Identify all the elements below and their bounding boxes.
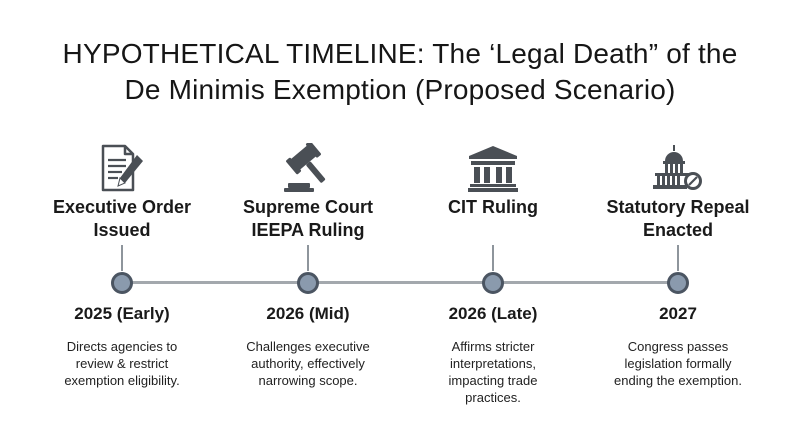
connector-stem <box>121 245 123 271</box>
milestone-cit-ruling: CIT Ruling 2026 (Late) Affirms stricter … <box>393 0 593 447</box>
document-pen-icon <box>92 142 152 194</box>
milestone-date: 2026 (Mid) <box>266 304 350 323</box>
description-line: Directs agencies to <box>66 339 178 354</box>
heading-line: CIT Ruling <box>448 197 538 217</box>
description-line: Challenges executive <box>246 339 370 354</box>
timeline-node <box>482 272 504 294</box>
timeline-node <box>297 272 319 294</box>
milestone-supreme-court: Supreme Court IEEPA Ruling 2026 (Mid) Ch… <box>208 0 408 447</box>
heading-line: Enacted <box>642 220 714 240</box>
connector-stem <box>307 245 309 271</box>
description-line: Affirms stricter <box>451 339 535 354</box>
timeline-node <box>667 272 689 294</box>
heading-line: Executive Order <box>52 197 192 217</box>
timeline-node <box>111 272 133 294</box>
page-title: HYPOTHETICAL TIMELINE: The ‘Legal Death”… <box>0 36 800 108</box>
description-line: authority, effectively <box>251 356 365 371</box>
description-line: practices. <box>465 390 521 405</box>
description-line: review & restrict <box>75 356 169 371</box>
description-line: impacting trade <box>448 373 538 388</box>
gavel-icon <box>278 142 338 194</box>
connector-stem <box>677 245 679 271</box>
description-line: interpretations, <box>450 356 536 371</box>
heading-line: IEEPA Ruling <box>251 220 365 240</box>
milestone-heading: Supreme Court IEEPA Ruling <box>208 196 408 242</box>
milestone-executive-order: Executive Order Issued 2025 (Early) Dire… <box>22 0 222 447</box>
milestone-date: 2027 <box>659 304 697 323</box>
connector-stem <box>492 245 494 271</box>
courthouse-icon <box>463 142 523 194</box>
milestone-description: Congress passes legislation formally end… <box>603 338 753 389</box>
milestone-date: 2025 (Early) <box>74 304 170 323</box>
description-line: legislation formally <box>624 356 732 371</box>
milestone-description: Challenges executive authority, effectiv… <box>233 338 383 389</box>
heading-line: Statutory Repeal <box>606 197 750 217</box>
milestone-heading: CIT Ruling <box>393 196 593 219</box>
heading-line: Supreme Court <box>242 197 374 217</box>
milestone-statutory-repeal: Statutory Repeal Enacted 2027 Congress p… <box>578 0 778 447</box>
description-line: narrowing scope. <box>258 373 358 388</box>
description-line: Congress passes <box>627 339 729 354</box>
milestone-description: Affirms stricter interpretations, impact… <box>418 338 568 406</box>
milestone-heading: Executive Order Issued <box>22 196 222 242</box>
timeline-line <box>122 281 678 284</box>
capitol-prohibited-icon <box>648 142 708 194</box>
heading-line: Issued <box>93 220 151 240</box>
milestone-heading: Statutory Repeal Enacted <box>578 196 778 242</box>
title-line-2: De Minimis Exemption (Proposed Scenario) <box>124 74 676 105</box>
milestone-date: 2026 (Late) <box>448 304 538 323</box>
title-line-1: HYPOTHETICAL TIMELINE: The ‘Legal Death”… <box>62 38 738 69</box>
description-line: ending the exemption. <box>614 373 742 388</box>
milestone-description: Directs agencies to review & restrict ex… <box>47 338 197 389</box>
description-line: exemption eligibility. <box>64 373 180 388</box>
